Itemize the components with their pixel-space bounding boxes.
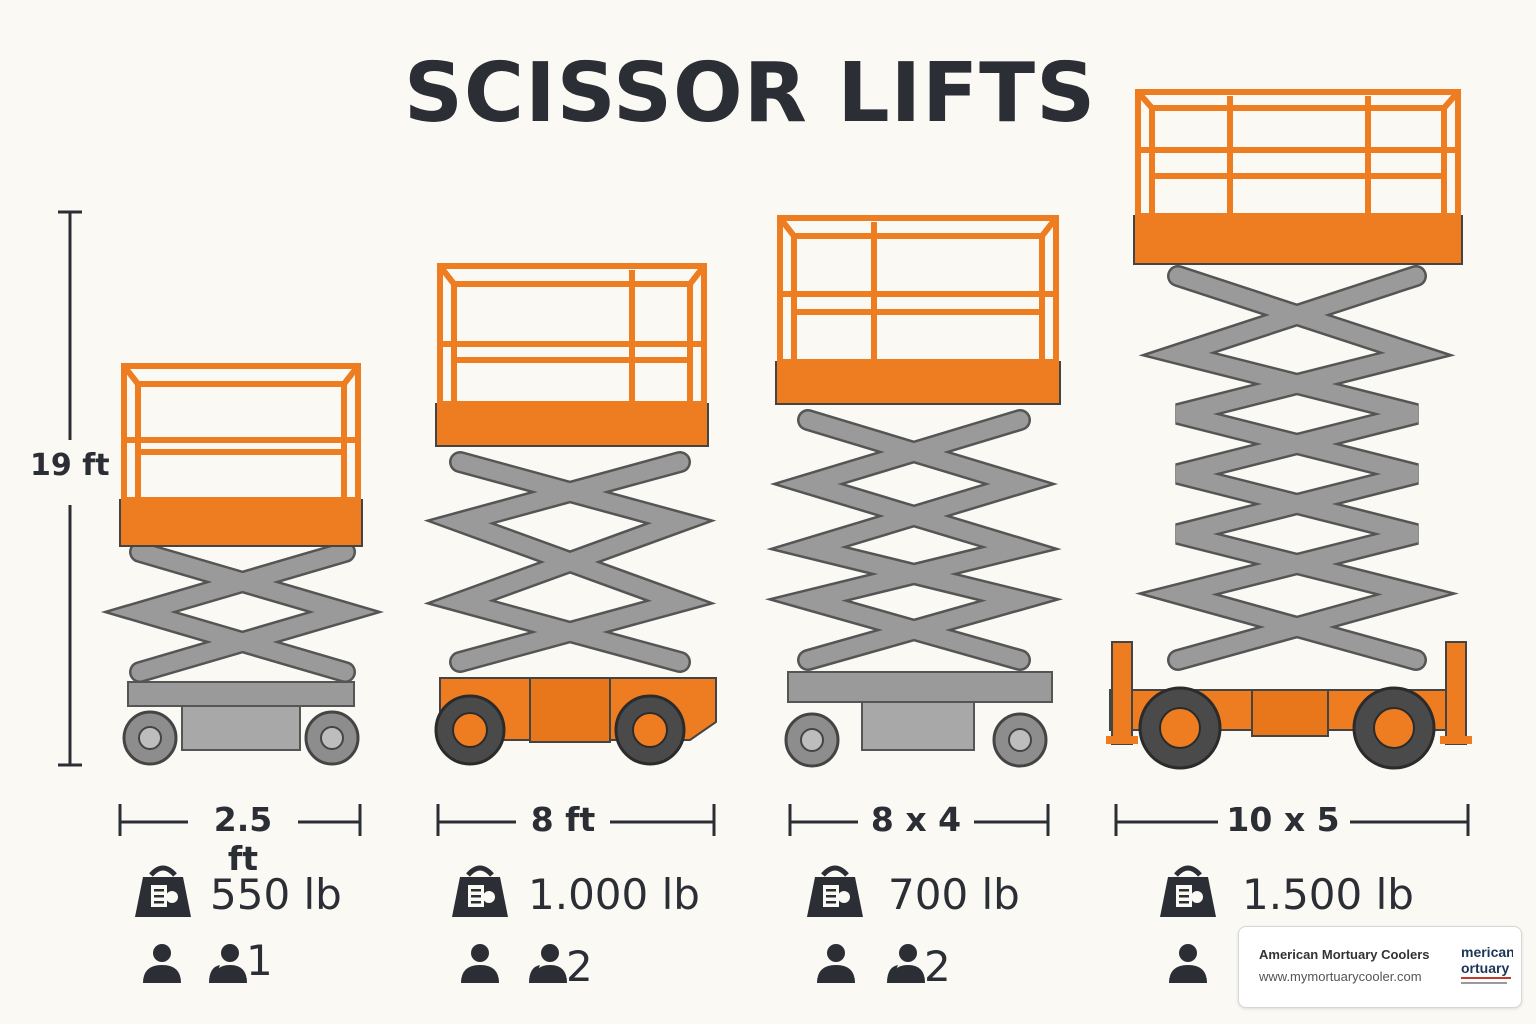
weight-icon xyxy=(807,868,863,917)
occupant-count: 2 xyxy=(566,942,593,991)
scissor-lift-2 xyxy=(423,263,717,766)
occupant-count: 2 xyxy=(924,942,951,991)
svg-text:merican: merican xyxy=(1461,944,1513,960)
capacity-value: 1.500 lb xyxy=(1242,870,1414,919)
height-dimension xyxy=(58,210,82,767)
capacity-value: 700 lb xyxy=(888,870,1020,919)
scissor-lift-3 xyxy=(764,215,1064,768)
scissor-lift-4 xyxy=(1106,89,1472,770)
person-icon xyxy=(887,944,925,983)
width-dimensions xyxy=(118,804,1470,836)
person-icon xyxy=(1169,944,1207,983)
width-label: 10 x 5 xyxy=(1218,800,1348,839)
capacity-value: 1.000 lb xyxy=(528,870,700,919)
page-title: SCISSOR LIFTS xyxy=(403,46,1097,141)
person-icon xyxy=(817,944,855,983)
watermark-logo: merican ortuary xyxy=(1461,941,1513,991)
person-icon xyxy=(143,944,181,983)
width-label: 8 x 4 xyxy=(858,800,974,839)
person-icon xyxy=(209,944,247,983)
watermark-url: www.mymortuarycooler.com xyxy=(1259,969,1422,984)
scissor-lift-1 xyxy=(100,363,385,766)
svg-text:ortuary: ortuary xyxy=(1461,960,1509,976)
watermark-card: American Mortuary Coolers www.mymortuary… xyxy=(1238,926,1522,1008)
width-label: 2.5 ft xyxy=(188,800,298,878)
width-label: 8 ft xyxy=(516,800,610,839)
person-icon xyxy=(461,944,499,983)
height-label: 19 ft xyxy=(30,448,110,483)
weight-icon xyxy=(452,868,508,917)
capacity-value: 550 lb xyxy=(210,870,342,919)
person-icon xyxy=(529,944,567,983)
weight-icon xyxy=(1160,868,1216,917)
occupant-count: 1 xyxy=(246,936,273,985)
watermark-name: American Mortuary Coolers xyxy=(1259,947,1430,962)
weight-icon xyxy=(135,868,191,917)
